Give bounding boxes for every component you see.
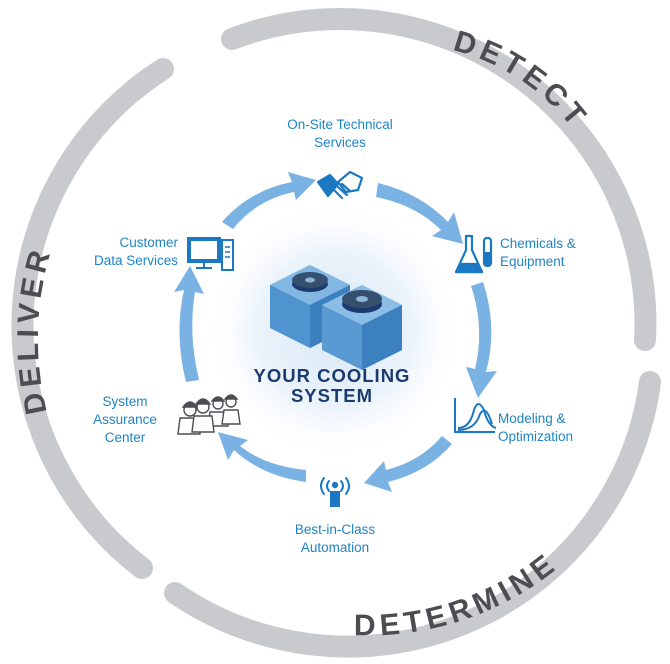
label-customer-line1: Customer bbox=[119, 235, 178, 250]
arrow-assurance-to-customer bbox=[174, 266, 204, 382]
ring-segment-deliver bbox=[11, 58, 174, 579]
center-title-line1: YOUR COOLING bbox=[253, 365, 411, 386]
arrow-automation-to-assurance bbox=[218, 432, 306, 482]
cycle-arrows bbox=[174, 172, 497, 492]
label-automation-line1: Best-in-Class bbox=[294, 522, 376, 537]
label-assurance-line2: Assurance bbox=[93, 412, 157, 427]
flask-icon bbox=[454, 234, 493, 274]
computer-icon bbox=[187, 237, 234, 271]
cooling-tower-icon bbox=[270, 265, 402, 370]
outer-ring bbox=[11, 8, 661, 658]
ring-segment-detect bbox=[221, 8, 657, 351]
engineers-icon bbox=[177, 394, 241, 435]
chart-curve-icon bbox=[454, 398, 497, 433]
label-automation-line2: Automation bbox=[300, 540, 370, 555]
label-modeling-line2: Optimization bbox=[498, 429, 574, 444]
label-chemicals-line1: Chemicals & bbox=[500, 236, 576, 251]
arrow-onsite-to-chemicals bbox=[376, 183, 463, 244]
label-customer-line2: Data Services bbox=[93, 253, 178, 268]
ring-segment-determine bbox=[164, 371, 661, 658]
antenna-icon bbox=[320, 477, 350, 507]
label-system-assurance: System Assurance Center bbox=[80, 393, 170, 447]
ring-label-determine: DETERMINE bbox=[354, 546, 564, 642]
label-onsite-services: On-Site Technical Services bbox=[270, 116, 410, 152]
label-automation: Best-in-Class Automation bbox=[270, 521, 400, 557]
arrow-customer-to-onsite bbox=[222, 172, 316, 229]
handshake-icon bbox=[316, 170, 364, 200]
arrow-modeling-to-automation bbox=[364, 436, 452, 492]
label-modeling-optimization: Modeling & Optimization bbox=[498, 410, 608, 446]
label-modeling-line1: Modeling & bbox=[498, 411, 566, 426]
label-chemicals-equipment: Chemicals & Equipment bbox=[500, 235, 600, 271]
ring-label-detect: DETECT bbox=[450, 25, 595, 136]
center-title-line2: SYSTEM bbox=[290, 385, 374, 406]
arrow-chemicals-to-modeling bbox=[466, 282, 497, 398]
label-assurance-line3: Center bbox=[104, 430, 146, 445]
center-title: YOUR COOLING SYSTEM bbox=[232, 366, 432, 406]
label-onsite-line2: Services bbox=[314, 135, 366, 150]
label-assurance-line1: System bbox=[102, 394, 148, 409]
label-customer-data: Customer Data Services bbox=[70, 234, 178, 270]
label-onsite-line1: On-Site Technical bbox=[287, 117, 393, 132]
label-chemicals-line2: Equipment bbox=[500, 254, 565, 269]
